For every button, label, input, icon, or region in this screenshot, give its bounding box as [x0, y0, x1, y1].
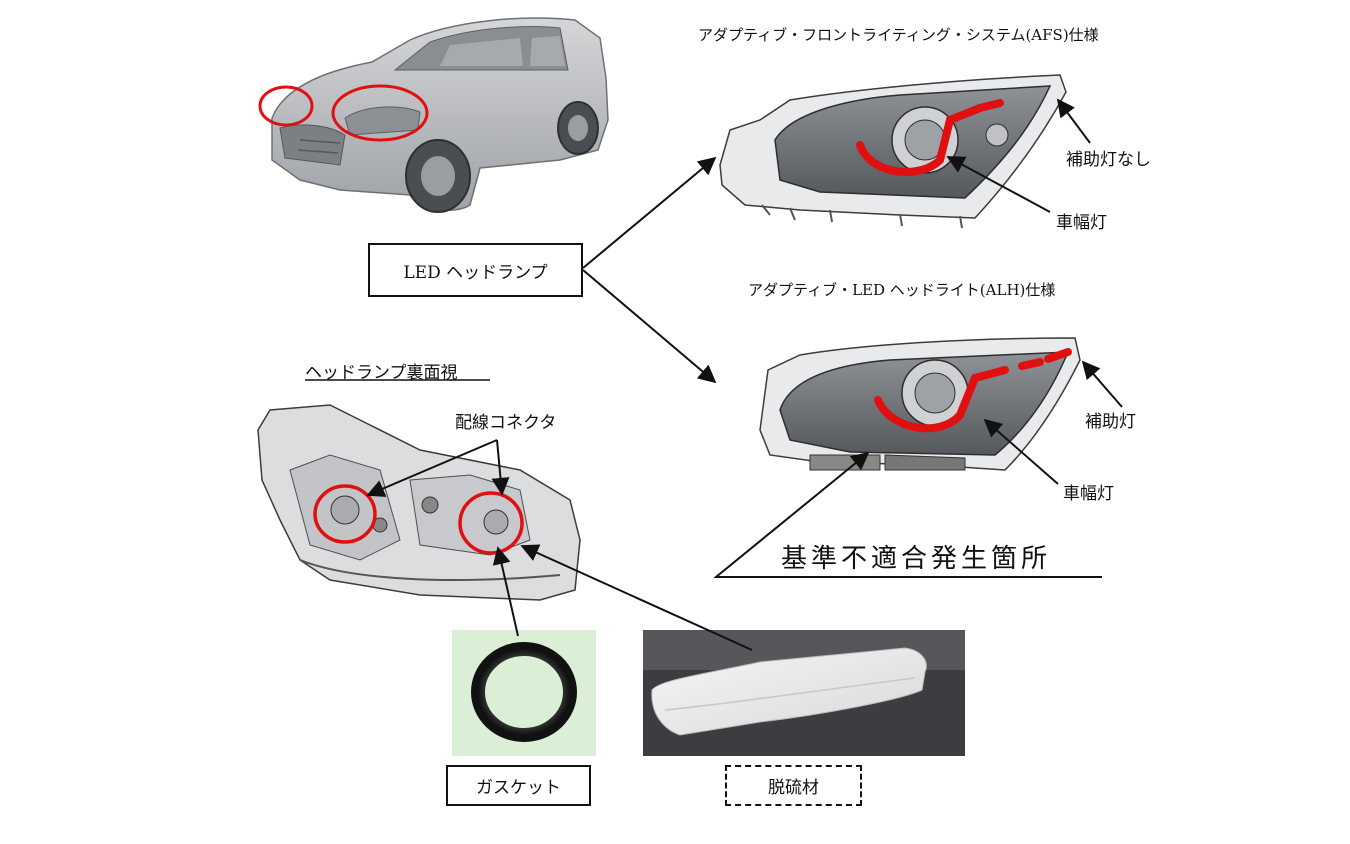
- arrows: [305, 98, 1123, 651]
- wiring-connector-label: 配線コネクタ: [455, 413, 557, 433]
- gasket-label: ガスケット: [476, 778, 561, 798]
- aux-lamp-label: 補助灯: [1085, 412, 1136, 432]
- position-lamp-label-afs: 車幅灯: [1056, 213, 1107, 233]
- position-lamp-label-alh: 車幅灯: [1063, 484, 1114, 504]
- nonconformity-location-label: 基準不適合発生箇所: [781, 544, 1052, 574]
- rear-view-title: ヘッドランプ裏面視: [305, 363, 458, 383]
- no-aux-lamp-label: 補助灯なし: [1066, 150, 1151, 170]
- alh-title: アダプティブ・LED ヘッドライト(ALH)仕様: [748, 281, 1056, 299]
- gasket-photo: [452, 630, 596, 756]
- desulfurizer-photo: [643, 630, 965, 756]
- car-illustration: [258, 17, 609, 213]
- afs-title: アダプティブ・フロントライティング・システム(AFS)仕様: [698, 26, 1099, 44]
- led-headlamp-box: LED ヘッドランプ: [368, 243, 583, 297]
- desulfurizer-label: 脱硫材: [768, 778, 819, 798]
- led-headlamp-label: LED ヘッドランプ: [403, 262, 548, 283]
- gasket-box: ガスケット: [446, 765, 591, 806]
- desulfurizer-box: 脱硫材: [725, 765, 862, 806]
- afs-headlamp-illustration: [719, 74, 1067, 229]
- alh-headlamp-illustration: [759, 337, 1081, 471]
- rear-view-headlamp-illustration: [257, 404, 581, 601]
